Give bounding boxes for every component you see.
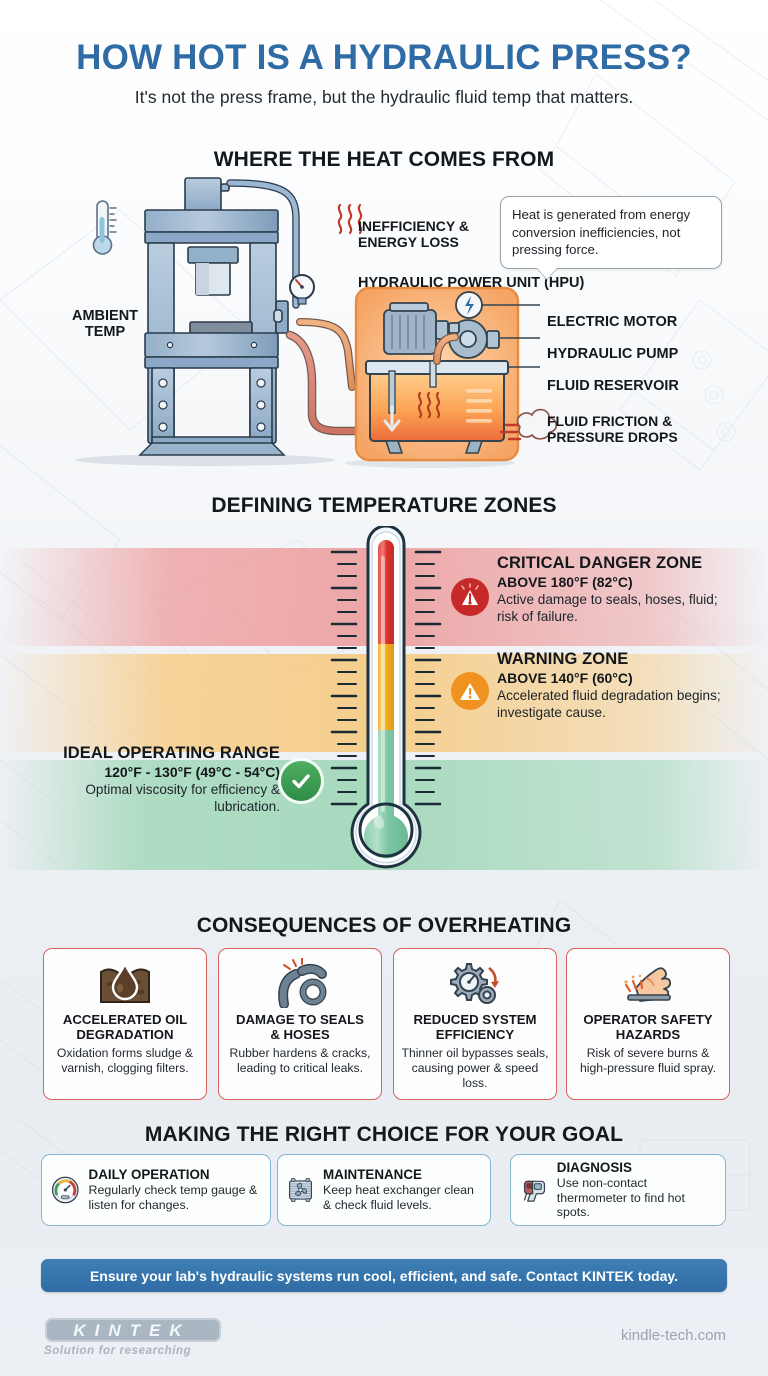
thermometer-graphic — [330, 526, 442, 869]
oil-droplet-icon — [100, 961, 150, 1003]
zone-warning: WARNING ZONE ABOVE 140°F (60°C) Accelera… — [497, 650, 729, 722]
consequence-card-seals-hoses[interactable]: DAMAGE TO SEALS & HOSES Rubber hardens &… — [218, 948, 382, 1100]
heat-exchanger-icon — [289, 1178, 312, 1202]
zone-warning-title: WARNING ZONE — [497, 650, 629, 668]
section-heading-heat-source: WHERE THE HEAT COMES FROM — [213, 148, 555, 171]
kintek-logo-text: KINTEK — [73, 1321, 190, 1340]
friction-line1: FLUID FRICTION & — [547, 413, 673, 429]
kintek-logo: KINTEK — [44, 1315, 222, 1350]
section-heading-zones: DEFINING TEMPERATURE ZONES — [211, 494, 557, 517]
choice-card-maintenance[interactable]: MAINTENANCE Keep heat exchanger clean & … — [277, 1154, 491, 1226]
choice-card-daily-operation[interactable]: DAILY OPERATION Regularly check temp gau… — [41, 1154, 271, 1226]
choice-title: DIAGNOSIS — [556, 1160, 632, 1176]
heat-callout-tooltip: Heat is generated from energy conversion… — [500, 196, 722, 269]
header: HOW HOT IS A HYDRAULIC PRESS? It's not t… — [0, 38, 768, 108]
consequence-title: DAMAGE TO SEALS & HOSES — [236, 1012, 364, 1043]
consequence-title: ACCELERATED OIL DEGRADATION — [62, 1012, 188, 1043]
zone-critical-desc: Active damage to seals, hoses, fluid; ri… — [497, 592, 718, 624]
choice-desc: Regularly check temp gauge & listen for … — [88, 1183, 258, 1212]
zone-ideal-operating: IDEAL OPERATING RANGE 120°F - 130°F (49°… — [40, 744, 280, 816]
zone-ideal-range: 120°F - 130°F (49°C - 54°C) — [104, 764, 280, 780]
zone-critical-range: ABOVE 180°F (82°C) — [497, 574, 633, 590]
gear-gauge-icon — [450, 963, 499, 1004]
consequence-card-reduced-efficiency[interactable]: REDUCED SYSTEM EFFICIENCY Thinner oil by… — [393, 948, 557, 1100]
heat-waves-icon — [337, 203, 363, 235]
consequence-title: REDUCED SYSTEM EFFICIENCY — [413, 1012, 537, 1043]
infrared-thermometer-icon — [523, 1180, 546, 1202]
label-fluid-friction: FLUID FRICTION & PRESSURE DROPS — [547, 413, 678, 445]
site-url: kindle-tech.com — [620, 1327, 726, 1344]
choice-desc: Keep heat exchanger clean & check fluid … — [323, 1183, 474, 1212]
cracked-hose-icon — [278, 958, 327, 1008]
cta-banner[interactable]: Ensure your lab's hydraulic systems run … — [41, 1259, 727, 1292]
consequence-desc: Thinner oil bypasses seals, causing powe… — [401, 1046, 549, 1090]
warning-triangle-icon — [451, 672, 489, 710]
zone-ideal-desc: Optimal viscosity for efficiency & lubri… — [85, 782, 280, 814]
friction-line2: PRESSURE DROPS — [547, 428, 678, 445]
zone-warning-range: ABOVE 140°F (60°C) — [497, 670, 633, 686]
temperature-gauge-icon — [51, 1176, 79, 1204]
zone-critical-danger: CRITICAL DANGER ZONE ABOVE 180°F (82°C) … — [497, 554, 729, 626]
press-diagram-svg — [75, 177, 558, 468]
hot-surface-hand-icon — [624, 967, 672, 1002]
ambient-thermometer-icon — [92, 200, 117, 255]
consequences-cards: ACCELERATED OIL DEGRADATION Oxidation fo… — [0, 948, 768, 1100]
ambient-line1: AMBIENT — [71, 308, 139, 324]
consequence-title: OPERATOR SAFETY HAZARDS — [583, 1012, 713, 1043]
consequence-desc: Rubber hardens & cracks, leading to crit… — [229, 1046, 371, 1075]
consequence-desc: Risk of severe burns & high-pressure flu… — [580, 1046, 716, 1075]
zone-warning-desc: Accelerated fluid degradation begins; in… — [497, 688, 721, 720]
label-hydraulic-pump: HYDRAULIC PUMP — [547, 346, 679, 362]
zone-ideal-title: IDEAL OPERATING RANGE — [63, 744, 280, 762]
choice-card-diagnosis[interactable]: DIAGNOSIS Use non-contact thermometer to… — [510, 1154, 726, 1226]
kintek-tagline: Solution for researching — [44, 1345, 192, 1357]
page-title: HOW HOT IS A HYDRAULIC PRESS? — [76, 38, 692, 77]
danger-thermometer-icon — [451, 578, 489, 616]
consequence-card-oil-degradation[interactable]: ACCELERATED OIL DEGRADATION Oxidation fo… — [43, 948, 207, 1100]
choice-title: DAILY OPERATION — [88, 1167, 210, 1183]
temperature-zones — [0, 526, 768, 896]
choice-desc: Use non-contact thermometer to find hot … — [556, 1176, 685, 1220]
inefficiency-line2: ENERGY LOSS — [358, 233, 459, 250]
label-electric-motor: ELECTRIC MOTOR — [547, 314, 678, 330]
label-ambient-temp: AMBIENT TEMP — [57, 308, 153, 340]
label-inefficiency: INEFFICIENCY & ENERGY LOSS — [358, 218, 469, 250]
friction-puff-icon — [499, 408, 558, 441]
ambient-line2: TEMP — [84, 324, 126, 341]
label-fluid-reservoir: FLUID RESERVOIR — [547, 378, 679, 394]
section-heading-choices: MAKING THE RIGHT CHOICE FOR YOUR GOAL — [144, 1123, 624, 1146]
consequence-card-operator-safety[interactable]: OPERATOR SAFETY HAZARDS Risk of severe b… — [566, 948, 730, 1100]
check-circle-icon — [281, 761, 321, 801]
inefficiency-line1: INEFFICIENCY & — [358, 218, 469, 234]
label-hpu: HYDRAULIC POWER UNIT (HPU) — [358, 275, 585, 291]
consequence-desc: Oxidation forms sludge & varnish, cloggi… — [56, 1046, 194, 1075]
press-illustration — [0, 175, 768, 480]
section-heading-consequences: CONSEQUENCES OF OVERHEATING — [196, 914, 572, 937]
page-subtitle: It's not the press frame, but the hydrau… — [134, 87, 634, 107]
bolt-icon — [455, 291, 483, 319]
choice-title: MAINTENANCE — [323, 1167, 422, 1183]
zone-critical-title: CRITICAL DANGER ZONE — [497, 554, 703, 572]
